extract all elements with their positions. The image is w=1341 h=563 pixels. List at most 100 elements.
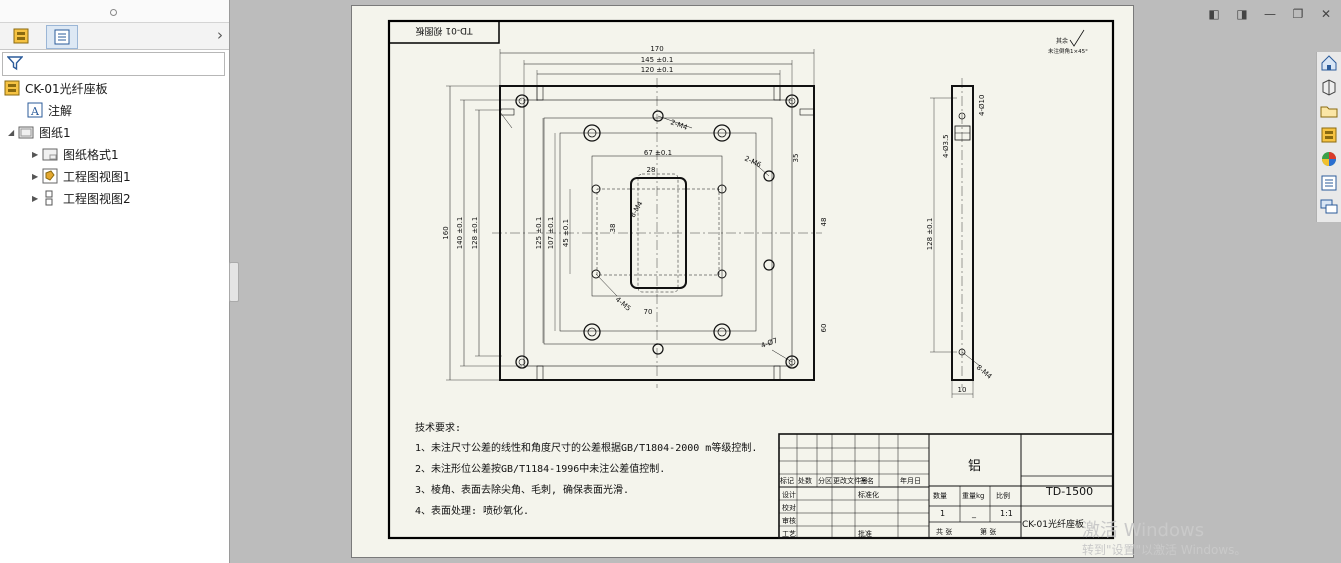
projected-view-icon [45, 190, 53, 206]
tree-root-label: CK-01光纤座板 [25, 81, 108, 96]
scale-value: 1:1 [1000, 509, 1013, 518]
expand-arrow-icon[interactable]: ▶ [32, 171, 39, 181]
file-explorer-icon[interactable] [1320, 102, 1338, 120]
dim-170: 170 [650, 45, 663, 53]
filter-icon[interactable] [7, 55, 23, 71]
dim-m6: 2-M6 [743, 155, 763, 170]
expand-arrow-icon[interactable]: ▶ [32, 149, 39, 159]
std-label: 标准化 [858, 491, 879, 499]
property-manager-icon [54, 29, 70, 45]
dim-phi7: 4-Ø7 [760, 337, 779, 350]
svg-text:A: A [30, 105, 40, 118]
rev-label-1: 处数 [798, 477, 812, 485]
tech-req-1: 1、未注尺寸公差的线性和角度尺寸的公差根据GB/T1804-2000 m等级控制… [415, 443, 758, 454]
custom-properties-icon[interactable] [1320, 174, 1338, 192]
panel-tabs: › [0, 23, 229, 50]
drawing-number-text: TD-1500 [1046, 485, 1094, 498]
tile-right-icon[interactable]: ◨ [1236, 7, 1248, 21]
feature-manager-panel: › CK-01光纤座板 A 注解 ◢ 图纸1 ▶ 图纸格式1 ▶ 工程图视图1 [0, 0, 230, 563]
side-view-dimensions: 4-Ø10 4-Ø3.5 128 ±0.1 10 8-M4 [926, 95, 994, 394]
front-view [446, 49, 822, 388]
weight-value: _ [972, 509, 976, 518]
dim-side-m4: 8-M4 [975, 363, 994, 381]
task-pane [1316, 52, 1341, 222]
collapse-arrow-icon[interactable]: ◢ [8, 127, 15, 137]
part-name-text: CK-01光纤座板 [1022, 520, 1084, 530]
home-icon[interactable] [1320, 54, 1338, 72]
tree-item-view2-label: 工程图视图2 [63, 191, 131, 206]
dim-35: 35 [792, 154, 800, 163]
dim-128: 128 ±0.1 [471, 217, 479, 250]
dim-107: 107 ±0.1 [547, 217, 555, 250]
tab-property-manager[interactable] [46, 25, 78, 49]
design-library-icon[interactable] [1320, 78, 1338, 96]
rev-label-2: 分区 [818, 477, 832, 485]
tree-item-sheet-format[interactable]: ▶ 图纸格式1 [32, 144, 119, 164]
qty-value: 1 [940, 509, 946, 518]
tree-item-annotations[interactable]: A 注解 [27, 100, 72, 120]
tab-feature-manager[interactable] [6, 25, 36, 47]
rev-label-3: 更改文件号 [833, 477, 868, 485]
tree-item-view1[interactable]: ▶ 工程图视图1 [32, 166, 131, 186]
dim-m4-top: 2-M4 [669, 118, 689, 132]
tech-req-4: 4、表面处理: 喷砂氧化. [415, 506, 530, 517]
drawing-sheet[interactable]: TD-01 视图板 其余 未注倒角1×45° [351, 5, 1134, 558]
row-label-process: 工艺 [782, 530, 796, 538]
sheet-icon [18, 126, 34, 139]
drawing-canvas: TD-01 视图板 其余 未注倒角1×45° [387, 19, 1115, 540]
chevron-right-icon[interactable]: › [217, 26, 223, 44]
forum-icon[interactable] [1320, 198, 1338, 216]
dim-125: 125 ±0.1 [535, 217, 543, 250]
drawing-view-icon [42, 168, 58, 184]
tree-item-sheet[interactable]: ◢ 图纸1 [8, 122, 71, 142]
tree-item-view2[interactable]: ▶ 工程图视图2 [32, 188, 131, 208]
dim-side-phi2: 4-Ø3.5 [942, 134, 950, 158]
dim-side-10: 10 [958, 386, 967, 394]
dim-28: 28 [647, 166, 656, 174]
watermark-line2: 转到"设置"以激活 Windows。 [1082, 543, 1247, 557]
material-text: 铝 [968, 459, 982, 474]
row-label-check: 校对 [782, 504, 796, 512]
dim-60: 60 [820, 324, 828, 333]
drawing-icon [4, 80, 20, 96]
tech-req-2: 2、未注形位公差按GB/T1184-1996中未注公差值控制. [415, 464, 666, 475]
side-view [930, 78, 981, 398]
rev-label-0: 标记 [780, 477, 794, 485]
feature-manager-icon [13, 28, 29, 44]
view-palette-icon[interactable] [1320, 126, 1338, 144]
panel-grip[interactable] [0, 0, 229, 23]
weight-label: 重量kg [962, 492, 985, 500]
row-label-review: 审核 [782, 517, 796, 525]
view-title-text: TD-01 视图板 [416, 25, 474, 37]
dim-48: 48 [820, 218, 828, 227]
annotation-icon: A [27, 102, 43, 118]
dim-m5: 4-M5 [614, 295, 633, 312]
restore-button[interactable]: ❐ [1292, 7, 1304, 21]
row-label-design: 设计 [782, 491, 796, 499]
roughness-note-1: 其余 [1056, 37, 1068, 45]
panel-splitter[interactable] [229, 262, 239, 302]
dim-side-128: 128 ±0.1 [926, 218, 934, 251]
close-button[interactable]: ✕ [1320, 7, 1332, 21]
sheet-total: 共 张 [936, 528, 953, 536]
sheet-format-icon [42, 148, 58, 161]
tree-item-view1-label: 工程图视图1 [63, 169, 131, 184]
appearances-icon[interactable] [1320, 150, 1338, 168]
tech-req-3: 3、棱角、表面去除尖角、毛刺, 确保表面光滑. [415, 485, 630, 496]
scale-label: 比例 [996, 492, 1010, 500]
approve-label: 批准 [858, 530, 872, 538]
tile-left-icon[interactable]: ◧ [1208, 7, 1220, 21]
dim-38: 38 [609, 224, 617, 233]
dim-120: 120 ±0.1 [641, 66, 674, 74]
expand-arrow-icon[interactable]: ▶ [32, 193, 39, 203]
dim-140: 140 ±0.1 [456, 217, 464, 250]
tree-root[interactable]: CK-01光纤座板 [4, 78, 108, 98]
rev-label-5: 年月日 [900, 477, 921, 485]
tech-req-title: 技术要求: [415, 423, 462, 434]
title-block [778, 433, 1114, 539]
minimize-button[interactable]: — [1264, 7, 1276, 21]
tree-item-sheet-label: 图纸1 [39, 125, 71, 140]
dim-67: 67 ±0.1 [644, 149, 672, 157]
tree-filter-input[interactable] [2, 52, 225, 76]
rev-label-4: 签名 [860, 477, 874, 485]
